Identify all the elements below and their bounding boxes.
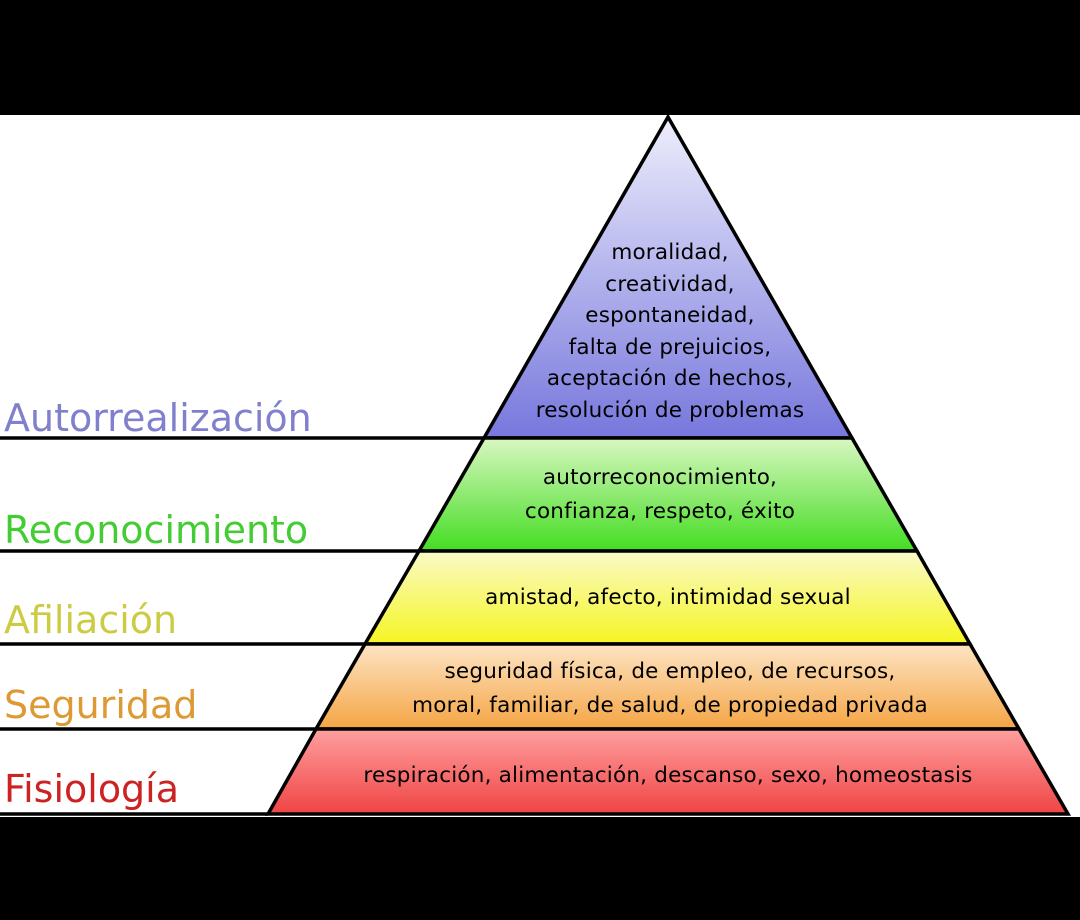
tier-text-safety: seguridad física, de empleo, de recursos…	[340, 655, 1000, 723]
tier-text-esteem: autorreconocimiento, confianza, respeto,…	[450, 461, 870, 529]
tier-line: creatividad,	[605, 271, 735, 297]
level-label-self-actualization: Autorrealización	[4, 396, 312, 440]
tier-line: respiración, alimentación, descanso, sex…	[363, 763, 973, 788]
tier-line: moral, familiar, de salud, de propiedad …	[412, 693, 928, 718]
tier-line: falta de prejuicios,	[568, 334, 772, 360]
tier-text-belonging: amistad, afecto, intimidad sexual	[418, 582, 918, 614]
tier-line: moralidad,	[611, 240, 729, 265]
tier-line: resolución de problemas	[535, 397, 805, 423]
level-label-belonging: Afiliación	[4, 598, 178, 642]
tier-line: espontaneidad,	[585, 303, 755, 328]
tier-text-physiological: respiración, alimentación, descanso, sex…	[300, 760, 1036, 792]
level-label-physiological: Fisiología	[4, 767, 180, 811]
tier-line: aceptación de hechos,	[546, 366, 794, 391]
level-label-esteem: Reconocimiento	[4, 508, 309, 552]
tier-physiological	[265, 727, 1072, 816]
tier-text-self-actualization: moralidad, creatividad, espontaneidad, f…	[500, 237, 840, 426]
level-label-safety: Seguridad	[4, 683, 198, 727]
tier-line: seguridad física, de empleo, de recursos…	[444, 659, 896, 684]
tier-line: autorreconocimiento,	[542, 465, 778, 490]
tier-line: confianza, respeto, éxito	[524, 499, 796, 524]
tier-line: amistad, afecto, intimidad sexual	[485, 585, 851, 610]
